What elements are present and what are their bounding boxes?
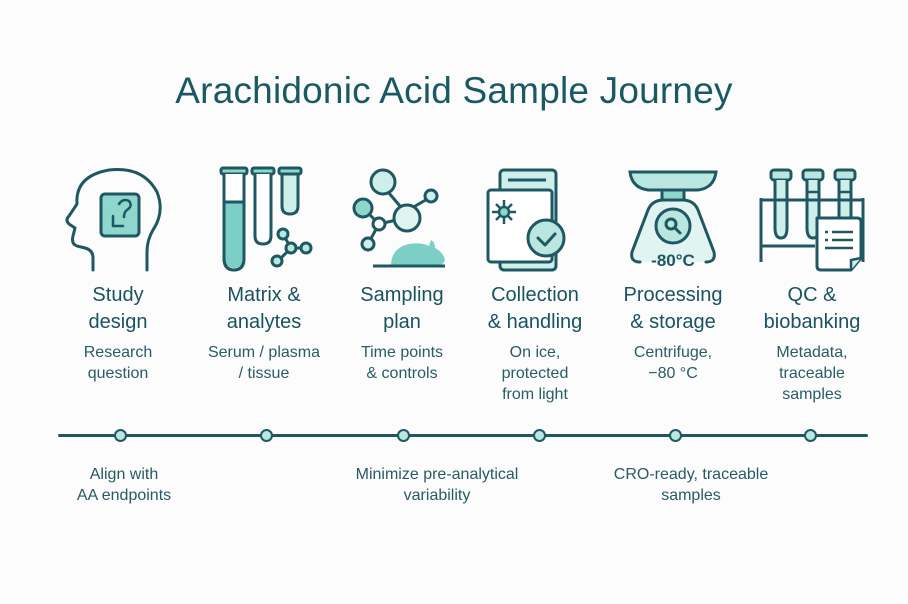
step-title-line: QC & [787, 284, 837, 306]
note-line: Align with [89, 466, 159, 483]
tube-rack-document-icon [759, 168, 865, 272]
timeline-note-align: Align with AA endpoints [77, 464, 171, 506]
timeline-line [58, 434, 868, 437]
step-description: & controls [366, 365, 438, 382]
step-description: Centrifuge, [633, 344, 713, 361]
timeline-node [260, 429, 273, 442]
step-title-line: plan [383, 311, 421, 333]
scale-freezer-icon: -80°C [628, 170, 718, 270]
step-matrix-analytes: Matrix & analytes Serum / plasma / tissu… [194, 162, 334, 384]
step-description: Time points [360, 344, 444, 361]
step-description: samples [782, 386, 842, 403]
step-description: On ice, [509, 344, 561, 361]
timeline-node [669, 429, 682, 442]
step-title-line: design [88, 311, 148, 333]
step-sampling-plan: Sampling plan Time points & controls [332, 162, 472, 384]
step-description: Research [83, 344, 153, 361]
timeline-note-variability: Minimize pre-analytical variability [356, 464, 519, 506]
note-line: CRO-ready, traceable [613, 466, 769, 483]
step-title-line: biobanking [763, 311, 861, 333]
timeline-node [804, 429, 817, 442]
step-title-line: & handling [487, 311, 583, 333]
step-title-line: Study [92, 284, 144, 306]
head-question-icon [65, 167, 162, 272]
molecule-mouse-icon [352, 168, 445, 268]
step-description: Metadata, [776, 344, 848, 361]
step-description: −80 °C [648, 365, 698, 382]
step-title-line: Collection [491, 284, 579, 306]
note-line: Minimize pre-analytical [355, 466, 519, 483]
step-qc-biobanking: QC & biobanking Metadata, traceable samp… [742, 162, 882, 405]
step-title-line: Sampling [360, 284, 444, 306]
timeline-note-cro-ready: CRO-ready, traceable samples [614, 464, 768, 506]
step-description: protected [501, 365, 569, 382]
page-title: Arachidonic Acid Sample Journey [175, 70, 733, 111]
note-line: samples [661, 487, 721, 504]
step-description: from light [502, 386, 568, 403]
step-study-design: Study design Research question [48, 162, 188, 384]
test-tubes-molecule-icon [219, 166, 313, 272]
step-title-line: analytes [226, 311, 302, 333]
step-title-line: Matrix & [227, 284, 301, 306]
step-description: / tissue [238, 365, 290, 382]
light-protected-container-check-icon [486, 168, 566, 272]
note-line: AA endpoints [76, 487, 172, 504]
note-line: variability [403, 487, 471, 504]
step-collection-handling: Collection & handling On ice, protected … [465, 162, 605, 405]
step-description: question [87, 365, 149, 382]
step-title-line: & storage [630, 311, 716, 333]
timeline-node [114, 429, 127, 442]
step-description: traceable [779, 365, 845, 382]
timeline-node [533, 429, 546, 442]
timeline-node [397, 429, 410, 442]
step-processing-storage: -80°C Processing & storage Centrifuge, −… [603, 162, 743, 384]
freezer-temp-label: -80°C [651, 251, 695, 270]
step-description: Serum / plasma [207, 344, 321, 361]
step-title-line: Processing [623, 284, 723, 306]
